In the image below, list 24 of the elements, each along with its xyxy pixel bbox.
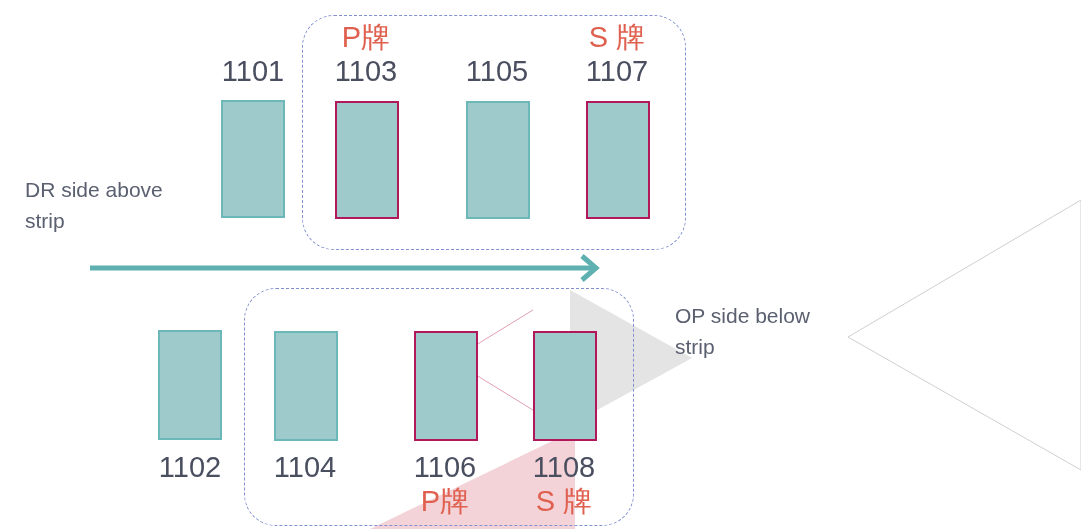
plate-number: 1106 <box>413 451 477 483</box>
plate-rectangle <box>466 101 530 219</box>
plate-rectangle <box>274 331 338 441</box>
plate-number: 1107 <box>585 55 649 87</box>
plate-mark-label: P牌 <box>341 21 391 53</box>
plate-rectangle <box>414 331 478 441</box>
plate-mark-label: S 牌 <box>535 485 593 517</box>
plate-rectangle <box>533 331 597 441</box>
plate-number: 1102 <box>158 451 222 483</box>
dashed-group-outline <box>244 288 634 526</box>
plate-number: 1105 <box>465 55 529 87</box>
plate-rectangle <box>221 100 285 218</box>
plate-rectangle <box>586 101 650 219</box>
side-label: OP side below strip <box>675 303 812 360</box>
plate-rectangle <box>335 101 399 219</box>
plate-mark-label: P牌 <box>420 485 470 517</box>
plate-number: 1101 <box>221 55 285 87</box>
plate-rectangle <box>158 330 222 440</box>
side-label: DR side above strip <box>25 177 164 234</box>
dashed-group-outline <box>302 15 686 250</box>
plate-mark-label: S 牌 <box>588 21 646 53</box>
plate-number: 1108 <box>532 451 596 483</box>
plate-number: 1104 <box>273 451 337 483</box>
plate-number: 1103 <box>334 55 398 87</box>
